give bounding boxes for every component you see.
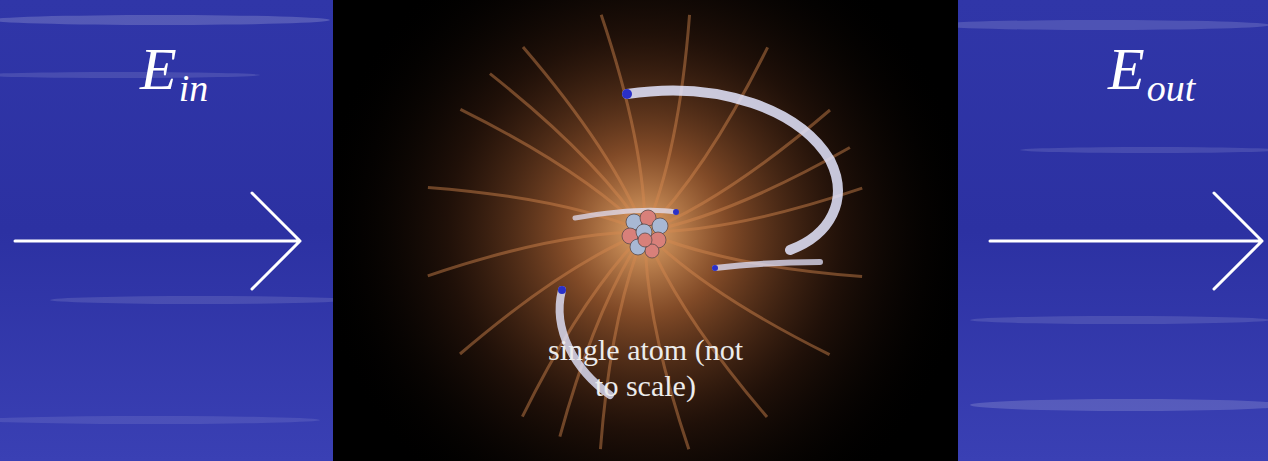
field-rays [428, 15, 862, 449]
electron [558, 286, 566, 294]
symbol: E [1108, 36, 1145, 102]
streak [970, 399, 1268, 411]
energy-symbol: Ein [140, 34, 208, 111]
panel-caption: single atom (not to scale) [538, 332, 753, 404]
proton [638, 233, 652, 247]
electron-trail [627, 91, 838, 250]
electron [673, 209, 679, 215]
streak [0, 72, 260, 78]
field-ray [460, 62, 645, 280]
subscript: out [1147, 67, 1196, 109]
electron-trail [575, 210, 676, 218]
electron-trail [715, 262, 820, 268]
streak [930, 20, 1268, 30]
streak [0, 416, 320, 424]
input-arrow [15, 193, 300, 289]
field-ray [645, 112, 850, 267]
streak [0, 15, 330, 25]
energy-arrows [15, 193, 1262, 289]
neutron [652, 218, 668, 234]
field-ray [428, 101, 645, 318]
atom-panel: single atom (not to scale) [333, 0, 958, 461]
streak [970, 316, 1268, 324]
atom-glow [333, 0, 958, 461]
streak [50, 296, 350, 304]
atom-panel-ground [333, 0, 958, 461]
electron [712, 265, 718, 271]
streak [1020, 147, 1268, 153]
field-ray [597, 47, 815, 232]
subscript: in [179, 67, 209, 109]
energy-symbol: Eout [1108, 34, 1195, 111]
electron [622, 89, 632, 99]
electrons [558, 89, 718, 294]
nucleus [622, 210, 668, 258]
output-arrow [990, 193, 1262, 289]
field-ray [645, 146, 862, 363]
symbol: E [140, 36, 177, 102]
field-ray [490, 50, 645, 255]
